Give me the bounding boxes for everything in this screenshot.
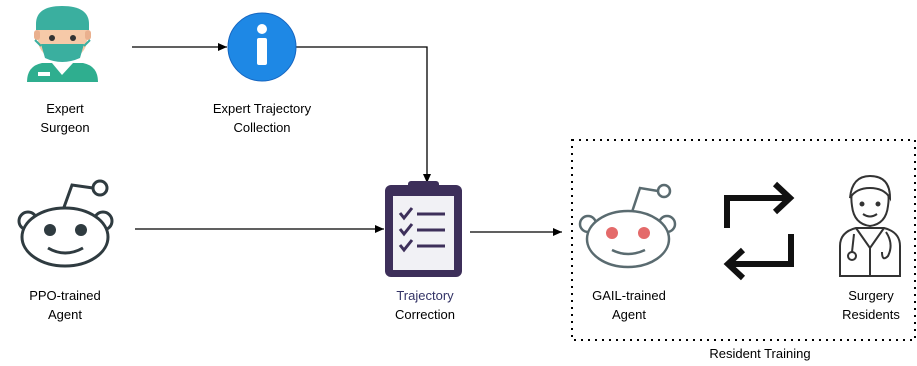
- expert-collection-label-line1: Expert Trajectory: [212, 101, 312, 116]
- surgeon-icon: [27, 6, 98, 82]
- expert-collection-label: Expert Trajectory Collection: [182, 99, 342, 137]
- surgery-residents-label: Surgery Residents: [791, 286, 917, 324]
- gail-agent-label-line2: Agent: [612, 307, 646, 322]
- ppo-agent-label-line1: PPO-trained: [29, 288, 101, 303]
- trajectory-correction-label: Trajectory Correction: [345, 286, 505, 324]
- expert-surgeon-label-line1: Expert: [46, 101, 84, 116]
- robot-red-eyes-icon: [578, 183, 677, 269]
- ppo-agent-label-line2: Agent: [48, 307, 82, 322]
- gail-agent-label-line1: GAIL-trained: [592, 288, 666, 303]
- expert-surgeon-label: Expert Surgeon: [0, 99, 145, 137]
- info-icon: [227, 12, 297, 82]
- doctor-icon: [839, 174, 901, 277]
- resident-training-group: [571, 139, 916, 341]
- arrow-collection-to-correction: [296, 46, 431, 183]
- expert-collection-label-line2: Collection: [233, 120, 291, 135]
- trajectory-correction-label-line2: Correction: [395, 307, 455, 322]
- robot-icon: [17, 179, 114, 268]
- surgery-residents-label-line1: Surgery: [848, 288, 894, 303]
- expert-surgeon-label-line2: Surgeon: [40, 120, 90, 135]
- gail-agent-label: GAIL-trained Agent: [549, 286, 709, 324]
- surgery-residents-label-line2: Residents: [842, 307, 900, 322]
- exchange-arrows-icon: [723, 181, 795, 281]
- trajectory-correction-label-line1: Trajectory: [396, 288, 454, 303]
- clipboard-icon: [385, 181, 462, 277]
- resident-training-label: Resident Training: [709, 346, 811, 361]
- ppo-agent-label: PPO-trained Agent: [0, 286, 145, 324]
